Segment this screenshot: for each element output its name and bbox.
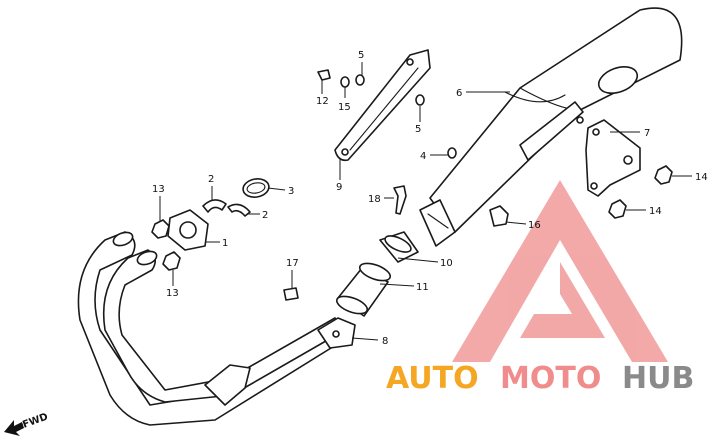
label-part-6: 6	[456, 88, 462, 99]
muffler-cone-line	[504, 91, 566, 103]
watermark-hub: HUB	[622, 361, 694, 396]
label-part-11: 11	[416, 282, 429, 293]
muffler	[419, 7, 683, 247]
leader-lines	[159, 62, 692, 341]
muffler-bracket-strip	[519, 101, 584, 161]
part-labels: 1 2 2 3 4 5 5 6 7 8 9 10 11 12 13 13 14 …	[152, 50, 708, 347]
label-part-17: 17	[286, 258, 299, 269]
watermark-text: AUTO MOTO HUB	[386, 361, 694, 396]
washer-4	[447, 147, 457, 159]
label-part-5-lower: 5	[415, 124, 421, 135]
label-part-13-lower: 13	[166, 288, 179, 299]
collar-half-b	[227, 203, 251, 217]
collar-5-lower	[415, 94, 425, 106]
muffler-tail-opening	[597, 66, 639, 94]
muffler-inlet	[419, 199, 456, 247]
label-part-14-lower: 14	[649, 206, 662, 217]
bolt-12	[317, 69, 331, 81]
label-part-3: 3	[288, 186, 294, 197]
nut-14-a	[654, 165, 673, 185]
label-part-7: 7	[644, 128, 650, 139]
label-part-2-right: 2	[262, 210, 268, 221]
bolt-18	[393, 185, 407, 215]
forward-arrow-icon	[4, 420, 24, 436]
exhaust-gasket	[242, 178, 270, 198]
collar-half-a	[202, 199, 227, 213]
label-part-15: 15	[338, 102, 351, 113]
flange-gaskets	[167, 178, 270, 251]
muffler-bolt-hole	[576, 116, 584, 124]
hardware	[151, 69, 673, 301]
label-part-8: 8	[382, 336, 388, 347]
watermark-logo	[452, 180, 668, 362]
label-part-18: 18	[368, 194, 381, 205]
pipe-heat-guard	[204, 364, 251, 406]
forward-indicator: FWD	[4, 412, 50, 436]
label-part-10: 10	[440, 258, 453, 269]
label-part-12: 12	[316, 96, 329, 107]
label-part-4: 4	[420, 151, 426, 162]
collar-5-upper	[355, 74, 365, 86]
label-part-5-upper: 5	[358, 50, 364, 61]
band-16	[489, 205, 509, 227]
watermark-triangle	[452, 180, 668, 362]
label-part-16: 16	[528, 220, 541, 231]
watermark-inner-mark	[520, 262, 605, 338]
label-part-1: 1	[222, 238, 228, 249]
nut-13-lower	[162, 251, 181, 271]
watermark-auto: AUTO	[386, 361, 479, 396]
exhaust-pipes	[77, 231, 356, 426]
forward-label: FWD	[21, 412, 49, 431]
nut-13-upper	[151, 219, 170, 239]
watermark-moto: MOTO	[500, 361, 601, 396]
bolt-17	[283, 287, 299, 301]
nut-14-b	[608, 199, 627, 219]
bracket-plate	[585, 119, 641, 197]
label-part-2-top: 2	[208, 174, 214, 185]
muffler-bracket	[585, 119, 641, 197]
label-part-9: 9	[336, 182, 342, 193]
heat-shield-plate	[334, 49, 431, 162]
label-part-13-upper: 13	[152, 184, 165, 195]
heat-shield	[334, 49, 431, 162]
washer-15	[340, 76, 350, 88]
connector-pipe	[335, 231, 419, 317]
label-part-14-right: 14	[695, 172, 708, 183]
